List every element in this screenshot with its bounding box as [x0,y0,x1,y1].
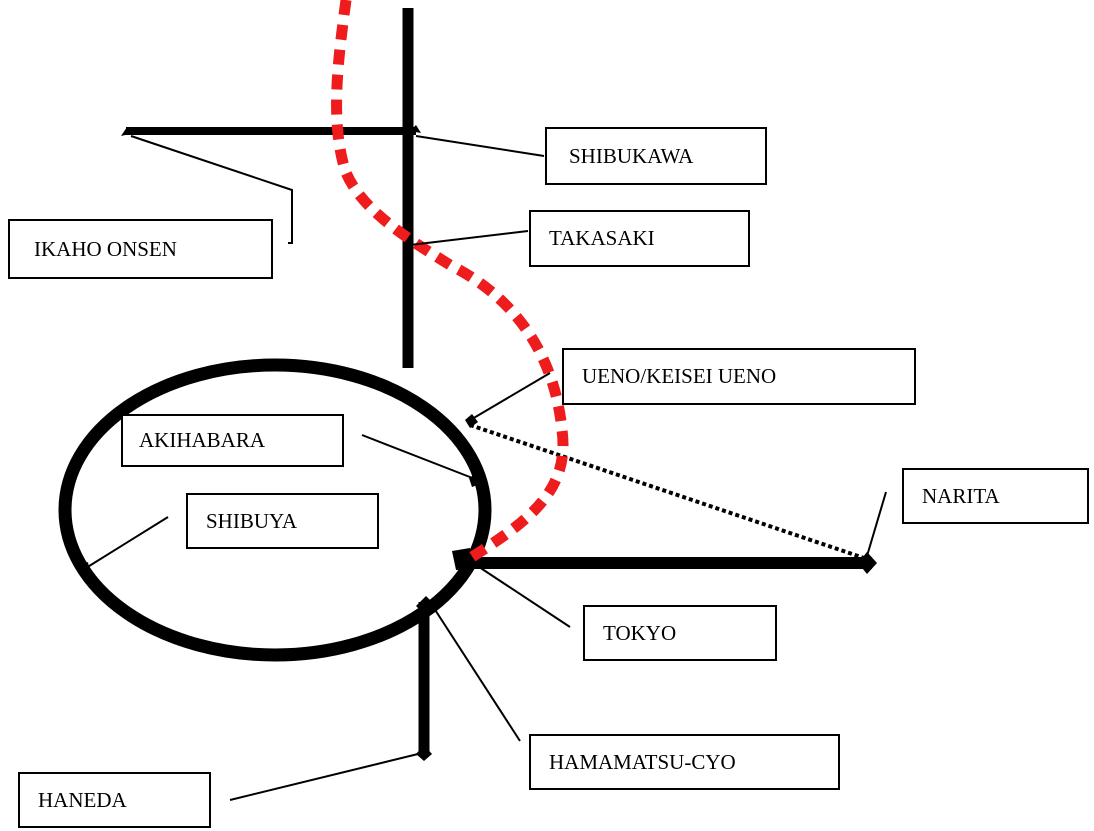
ueno-node-marker [465,414,478,428]
akihabara-leader [361,434,476,480]
station-label-akihabara: AKIHABARA [121,414,344,467]
station-name: IKAHO ONSEN [34,236,177,261]
station-label-shibukawa: SHIBUKAWA [545,127,767,185]
station-label-hamamatsu-cyo: HAMAMATSU-CYO [529,734,840,790]
ikaho-leader [130,135,293,244]
narita-leader [866,491,887,557]
ueno-leader [471,372,551,420]
hamamatsu-node-marker [416,596,436,616]
shibukawa-leader [415,135,545,157]
shibukawa-node-marker [410,125,421,133]
station-name: HANEDA [38,787,127,812]
station-name: SHIBUKAWA [569,143,694,168]
keisei-line [469,423,865,560]
shibuya-node-marker [80,562,90,576]
station-label-ikaho-onsen: IKAHO ONSEN [8,219,273,279]
station-label-tokyo: TOKYO [583,605,777,661]
station-name: NARITA [922,483,1000,508]
station-label-narita: NARITA [902,468,1089,524]
tokyo-leader [469,560,571,628]
station-label-takasaki: TAKASAKI [529,210,750,267]
tokyo-node-marker [452,548,474,570]
station-name: AKIHABARA [139,428,265,452]
station-name: TOKYO [603,620,677,645]
takasaki-leader [409,230,529,246]
station-label-haneda: HANEDA [18,772,211,828]
shibuya-leader [85,516,169,569]
station-name: HAMAMATSU-CYO [549,749,736,774]
shinkansen-line [331,0,569,562]
station-name: SHIBUYA [206,508,298,533]
haneda-endpoint-marker [416,745,432,761]
station-label-ueno: UENO/KEISEI UENO [562,348,916,405]
yamanote-loop [58,358,492,662]
station-name: TAKASAKI [549,226,655,250]
haneda-leader [229,753,419,801]
ikaho-endpoint-marker [121,127,134,136]
station-name: UENO/KEISEI UENO [582,364,777,388]
station-label-shibuya: SHIBUYA [186,493,379,549]
akihabara-node-marker [469,473,480,487]
hamamatsu-leader [429,601,521,742]
